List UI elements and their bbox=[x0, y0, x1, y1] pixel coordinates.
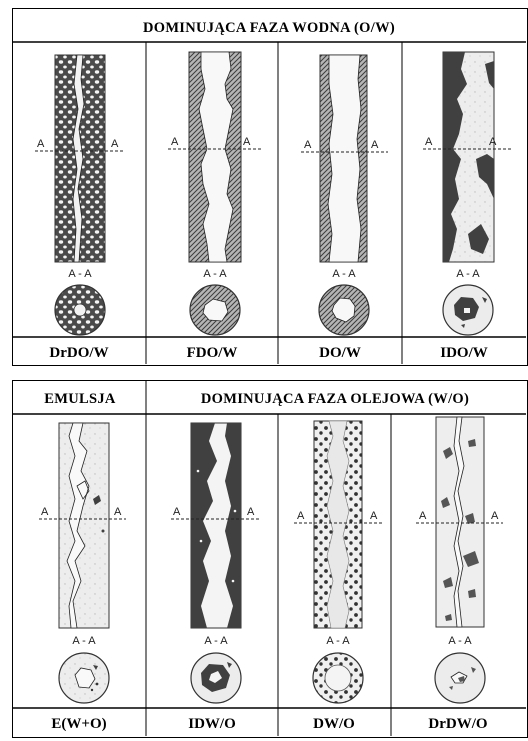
section-marker-right: A bbox=[489, 136, 497, 148]
section-marker-left: A bbox=[173, 506, 181, 518]
label-drdo-w: DrDO/W bbox=[49, 345, 108, 361]
bottom-panel-oil-dominant: EMULSJA DOMINUJĄCA FAZA OLEJOWA (W/O) A … bbox=[12, 380, 528, 738]
section-marker-left: A bbox=[297, 510, 305, 522]
section-marker-right: A bbox=[247, 506, 255, 518]
do-w-diagram: A A A - A bbox=[301, 55, 388, 335]
label-dw-o: DW/O bbox=[313, 716, 355, 732]
section-label: A - A bbox=[68, 268, 92, 280]
section-marker-left: A bbox=[304, 139, 312, 151]
ido-w-diagram: A A A - A bbox=[423, 52, 511, 335]
section-marker-right: A bbox=[370, 510, 378, 522]
section-label: A - A bbox=[72, 635, 96, 647]
section-marker-right: A bbox=[491, 510, 499, 522]
fdo-w-diagram: A A A - A bbox=[168, 52, 263, 335]
drdo-w-diagram: A A A - A bbox=[35, 55, 123, 335]
emulsion-diagram: A A A - A bbox=[39, 423, 126, 703]
section-label: A - A bbox=[203, 268, 227, 280]
drdw-o-diagram: A A A - A bbox=[416, 417, 503, 703]
label-idw-o: IDW/O bbox=[188, 716, 236, 732]
bottom-diagram: EMULSJA DOMINUJĄCA FAZA OLEJOWA (W/O) A … bbox=[13, 381, 526, 736]
section-marker-left: A bbox=[419, 510, 427, 522]
section-marker-left: A bbox=[37, 138, 45, 150]
section-marker-right: A bbox=[111, 138, 119, 150]
section-marker-right: A bbox=[371, 139, 379, 151]
section-label: A - A bbox=[456, 268, 480, 280]
section-marker-left: A bbox=[425, 136, 433, 148]
section-marker-left: A bbox=[171, 136, 179, 148]
top-diagram: DOMINUJĄCA FAZA WODNA (O/W) A A A - A A … bbox=[13, 9, 526, 364]
top-title: DOMINUJĄCA FAZA WODNA (O/W) bbox=[143, 20, 395, 36]
dw-o-diagram: A A A - A bbox=[294, 421, 383, 703]
section-marker-right: A bbox=[114, 506, 122, 518]
section-label: A - A bbox=[448, 635, 472, 647]
section-label: A - A bbox=[332, 268, 356, 280]
label-e-w-o: E(W+O) bbox=[51, 716, 106, 732]
section-label: A - A bbox=[204, 635, 228, 647]
emulsion-title: EMULSJA bbox=[44, 391, 116, 407]
label-do-w: DO/W bbox=[319, 345, 361, 361]
oil-dominant-title: DOMINUJĄCA FAZA OLEJOWA (W/O) bbox=[201, 391, 469, 407]
section-marker-right: A bbox=[243, 136, 251, 148]
section-label: A - A bbox=[326, 635, 350, 647]
idw-o-diagram: A A A - A bbox=[171, 423, 259, 703]
label-drdw-o: DrDW/O bbox=[428, 716, 487, 732]
section-marker-left: A bbox=[41, 506, 49, 518]
label-fdo-w: FDO/W bbox=[187, 345, 238, 361]
top-panel-water-dominant: DOMINUJĄCA FAZA WODNA (O/W) A A A - A A … bbox=[12, 8, 528, 366]
label-ido-w: IDO/W bbox=[440, 345, 488, 361]
